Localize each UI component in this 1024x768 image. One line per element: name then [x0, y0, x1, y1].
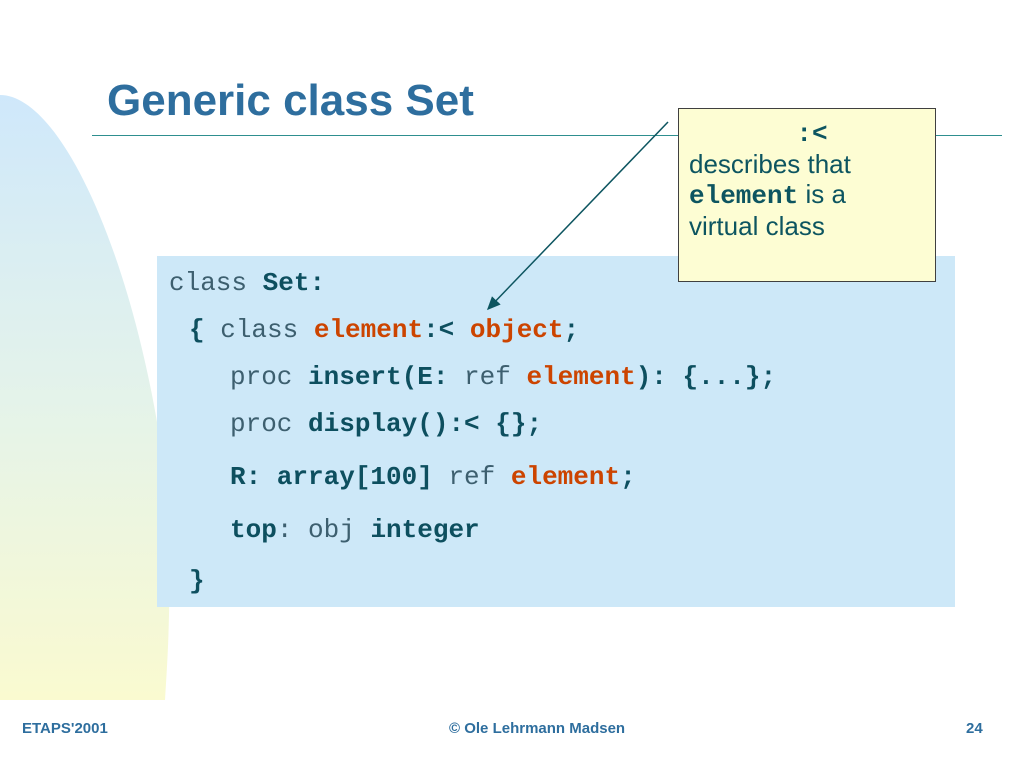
code-token: proc: [230, 362, 309, 392]
code-token: ;: [620, 462, 636, 492]
code-token: :: [276, 515, 293, 545]
callout-text-1: describes that: [689, 149, 851, 179]
callout-text-2: is a: [798, 179, 846, 209]
code-token: ): {...};: [635, 362, 777, 392]
code-token: object: [469, 315, 564, 345]
background-decoration: [0, 95, 170, 700]
code-line-2: { class element:< object;: [189, 315, 579, 345]
code-token: :<: [423, 315, 455, 345]
code-token: top: [230, 515, 277, 545]
code-token: ref: [448, 362, 527, 392]
code-token: }: [189, 566, 205, 596]
footer-page-number: 24: [966, 720, 983, 737]
title-divider: [92, 135, 1002, 136]
code-token: :: [309, 268, 326, 298]
code-token: element: [313, 315, 424, 345]
code-line-5: R: array[100] ref element;: [230, 462, 636, 492]
code-token: Set: [262, 268, 310, 298]
code-token: {: [189, 315, 221, 345]
code-token: display():<: [308, 409, 480, 439]
code-token: proc: [230, 409, 309, 439]
code-token: element: [510, 462, 621, 492]
footer-conference: ETAPS'2001: [22, 720, 108, 737]
code-token: element: [526, 362, 636, 392]
code-token: class: [220, 315, 314, 345]
code-line-4: proc display():< {};: [230, 409, 542, 439]
code-line-3: proc insert(E: ref element): {...};: [230, 362, 776, 392]
code-line-1: class Set:: [169, 268, 325, 298]
code-token: insert(E:: [308, 362, 449, 392]
code-token: {};: [479, 409, 543, 439]
code-token: class: [169, 268, 263, 298]
code-token: ref: [432, 462, 511, 492]
code-line-6: top: obj integer: [230, 515, 480, 545]
code-line-7: }: [189, 566, 205, 596]
callout-code: element: [689, 181, 799, 211]
callout-operator: :<: [796, 119, 828, 149]
code-token: integer: [370, 515, 480, 545]
code-token: ;: [563, 315, 580, 345]
code-token: obj: [292, 515, 371, 545]
code-token: R: array[100]: [230, 462, 433, 492]
footer-author: © Ole Lehrmann Madsen: [449, 720, 626, 737]
code-block: [157, 256, 955, 607]
callout-text-3: virtual class: [689, 211, 825, 241]
callout-box: :< describes that element is a virtual c…: [678, 108, 936, 282]
slide-title: Generic class Set: [107, 76, 474, 125]
